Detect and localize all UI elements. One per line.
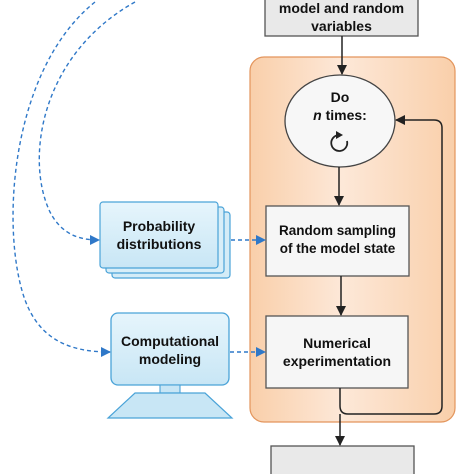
loop-label: Do n times:	[313, 89, 367, 123]
computer-monitor	[106, 312, 234, 419]
probability-label: Probability distributions	[116, 218, 202, 252]
arrow-loop-back	[339, 115, 443, 415]
refresh-icon	[330, 131, 349, 152]
probability-stack	[99, 201, 231, 279]
top-box	[264, 0, 419, 37]
top-box-label: model and random variables	[278, 0, 405, 34]
dashed-arrow-to-computational	[12, 1, 111, 357]
sampling-label: Random sampling of the model state	[278, 223, 396, 256]
dashed-arrow-to-probability	[38, 1, 136, 245]
computational-label: Computational modeling	[121, 333, 219, 367]
experiment-box	[265, 315, 409, 389]
experiment-label: Numerical experimentation	[282, 335, 392, 369]
bottom-box	[270, 445, 415, 474]
sampling-box	[265, 205, 410, 277]
